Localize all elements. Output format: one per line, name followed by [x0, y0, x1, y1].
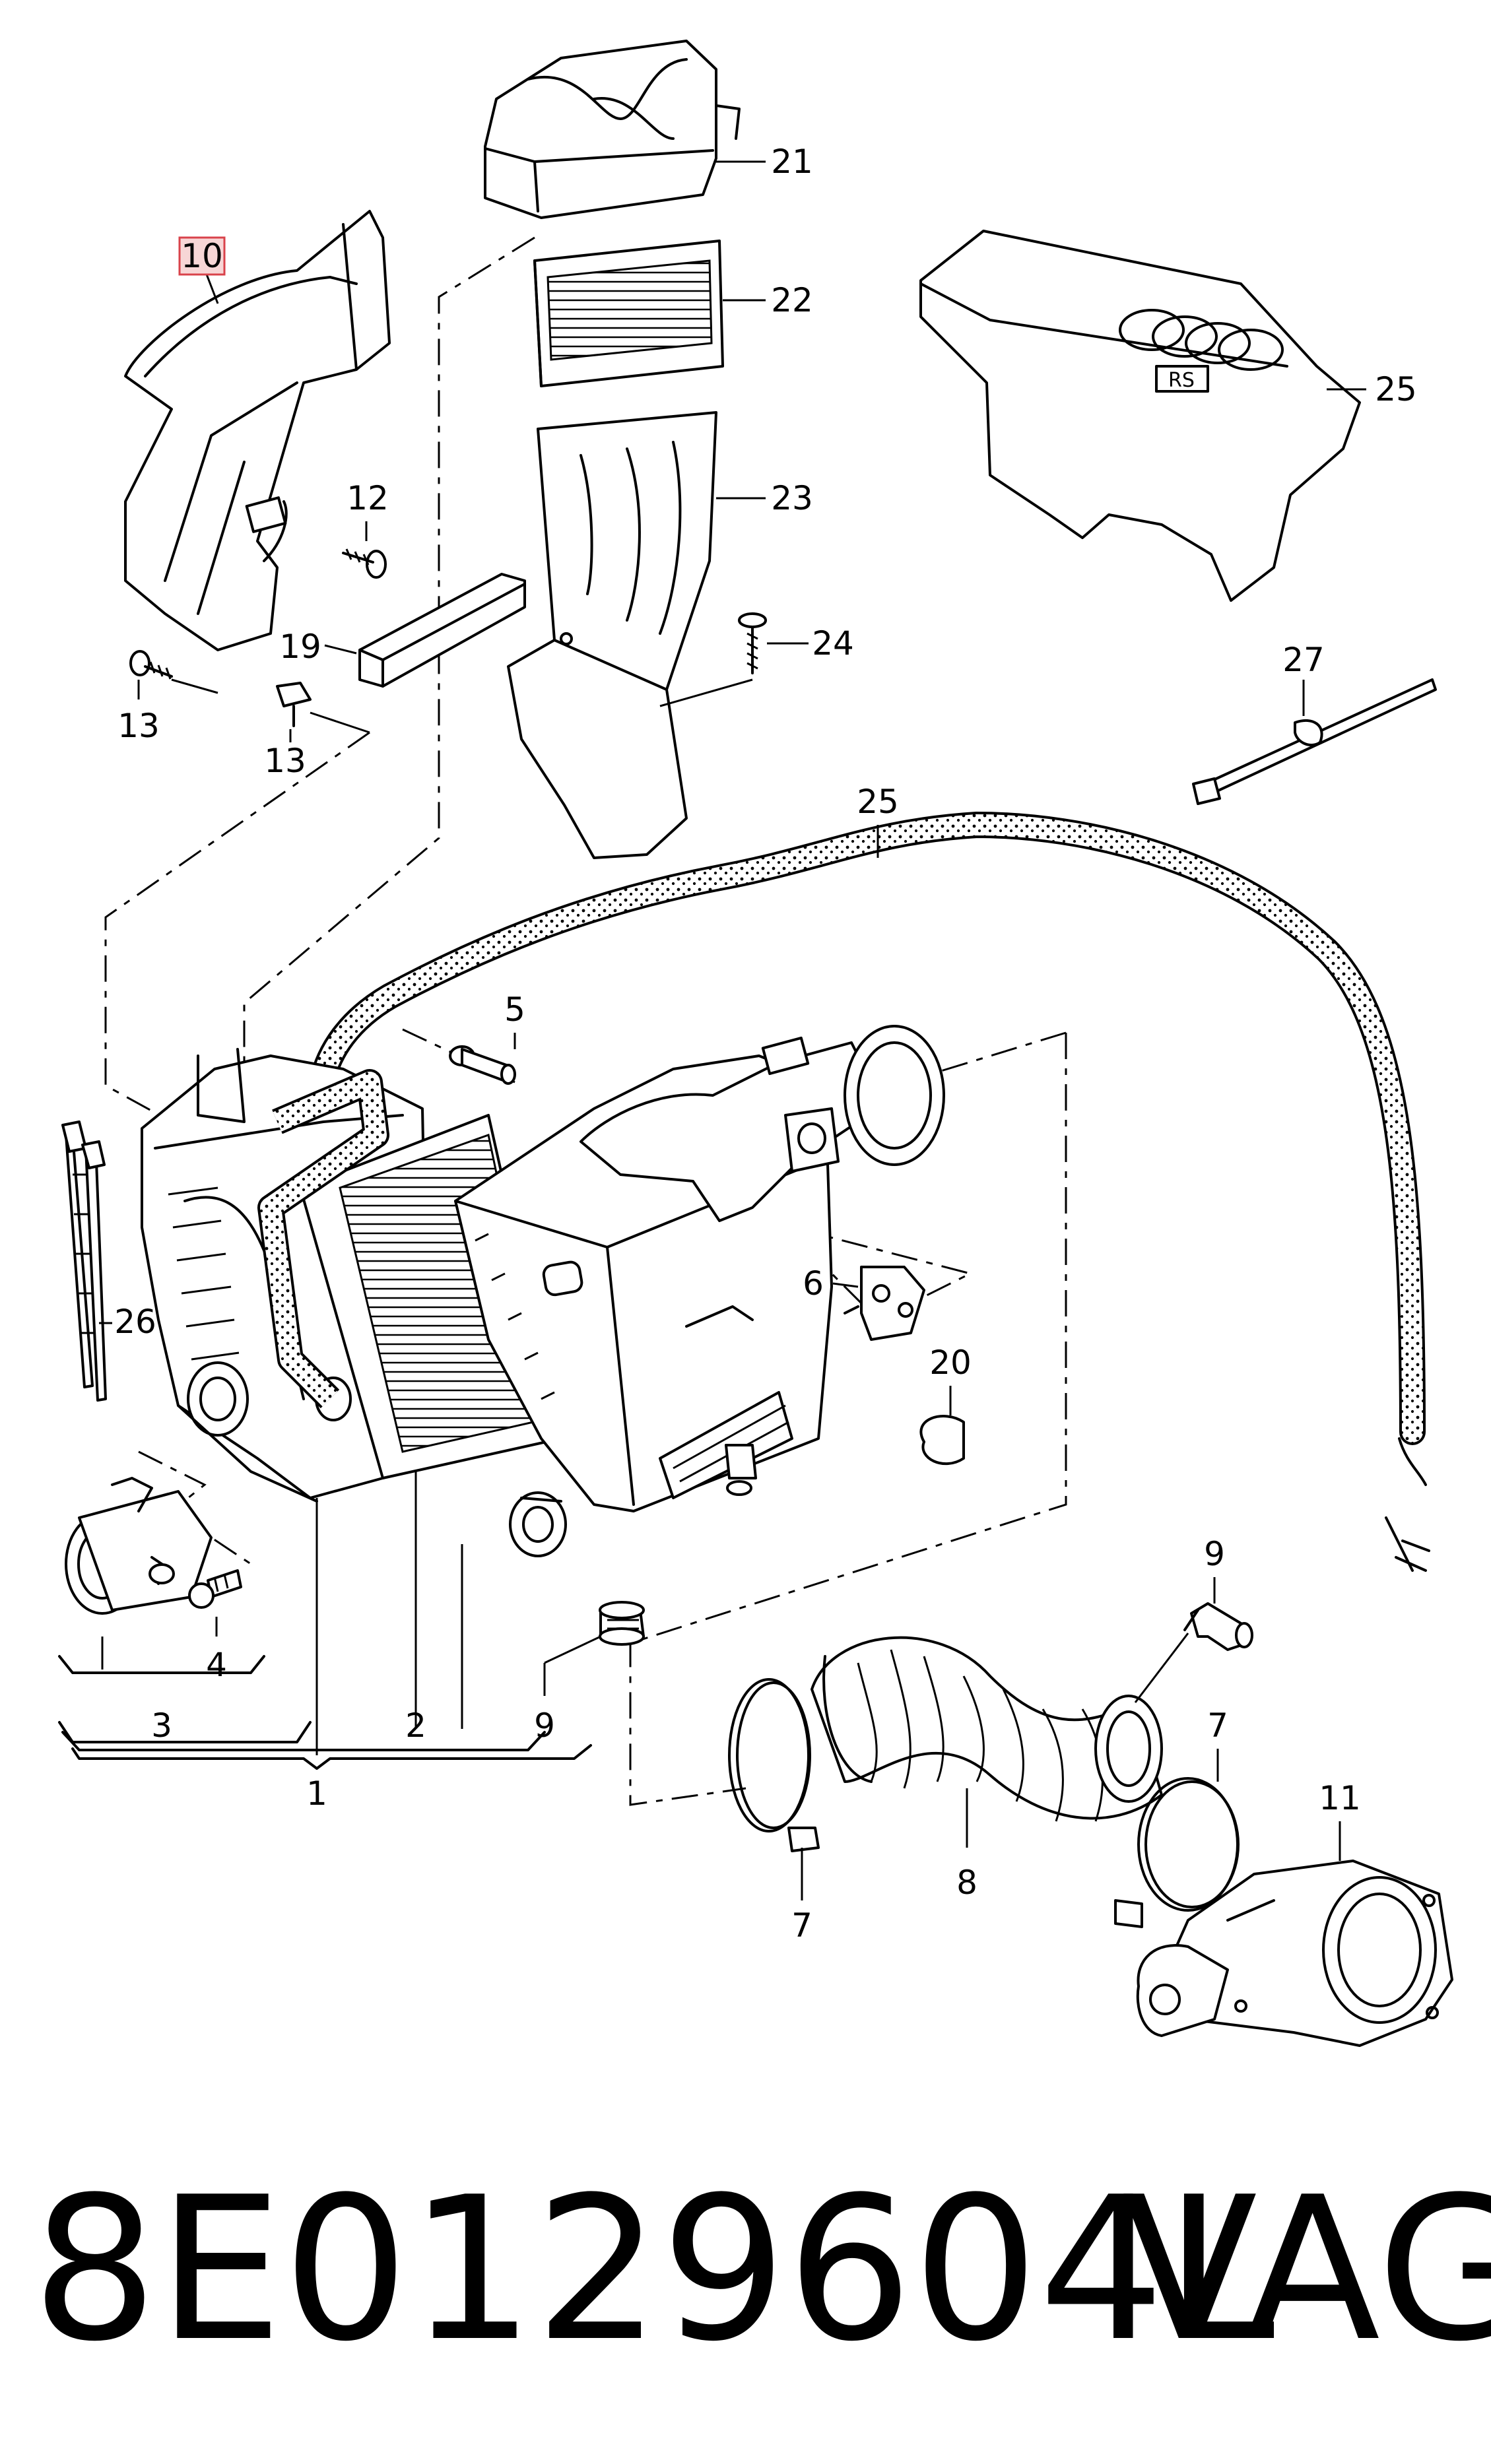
callout-1: 1: [306, 1774, 327, 1813]
part-22-lower-air-duct: [507, 411, 766, 859]
bracket-lines: [58, 1655, 592, 1770]
callout-9: 9: [534, 1706, 555, 1745]
callout-8: 8: [956, 1864, 977, 1902]
part-4-screw: [101, 1569, 242, 1670]
part-24-engine-cover: RS: [919, 230, 1366, 602]
callout-27: 27: [1282, 641, 1325, 679]
callout-21: 22: [771, 281, 813, 319]
part-19-seal-strip: [324, 573, 526, 688]
callout-7-right: 7: [1207, 1706, 1228, 1745]
part-6-sensor: [832, 1266, 925, 1341]
part-11-throttle-body: [1136, 1821, 1453, 2047]
callout-20: 21: [771, 143, 813, 181]
callout-6: 6: [803, 1264, 824, 1303]
part-10-elbow-fitting: [1134, 1577, 1253, 1703]
footer: 8E0129604L VAG: [0, 2131, 1491, 2409]
callout-3: 3: [151, 1706, 172, 1745]
callout-22: 23: [771, 479, 813, 517]
callout-7-left: 7: [791, 1906, 812, 1945]
part-number: 8E0129604L: [32, 2155, 1275, 2385]
callout-10: 9: [1204, 1535, 1225, 1573]
callout-26: 26: [114, 1303, 156, 1341]
part-13-screw-lower: [129, 650, 218, 699]
part-14-clip: [276, 682, 370, 742]
brand-name: VAG: [1122, 2155, 1491, 2385]
part-23-screw: [659, 612, 809, 707]
callout-11: 11: [1319, 1779, 1361, 1817]
grommet-bottom: [461, 1491, 567, 1729]
callout-4: 4: [206, 1646, 227, 1684]
callout-labels: 10 21 22 23 24 25 12 19 13 13 27 25 5 6 …: [114, 143, 1417, 1945]
exploded-parts-diagram: RS: [58, 40, 1453, 2047]
part-5-stud: [449, 1033, 516, 1085]
callout-25: 25: [857, 783, 899, 821]
callout-19: 19: [279, 628, 321, 666]
callout-15: 20: [929, 1344, 972, 1382]
callout-23: 24: [812, 624, 854, 663]
callout-13-lower: 13: [117, 707, 160, 745]
callout-24: 25: [1375, 370, 1417, 408]
part-20-upper-air-duct-cover: [484, 40, 766, 219]
rs-logo-text: RS: [1168, 369, 1195, 392]
part-26-cable-ties: [61, 1120, 112, 1402]
part-15-clip: [919, 1386, 965, 1466]
filter-frame-seal: [257, 1069, 389, 1409]
callout-13-upper: 12: [347, 479, 389, 517]
part-7-hose-clamp-right: [1114, 1749, 1240, 1928]
highlighted-callout-box: [178, 236, 226, 276]
part-12-intake-snorkel: [124, 210, 391, 651]
air-box-inlet-neck: [580, 1025, 945, 1222]
part-9-rubber-mount: [543, 1601, 645, 1696]
part-13-screw-upper: [342, 521, 387, 579]
part-21-upper-filter-element: [533, 240, 766, 387]
callout-14: 13: [264, 742, 306, 780]
part-27-cable-tie: [1192, 678, 1437, 805]
part-25-seal-hose: [306, 811, 1430, 1572]
part-8-intake-hose: [811, 1636, 1163, 1848]
callout-5: 5: [504, 990, 525, 1029]
callout-2: 2: [405, 1706, 426, 1745]
part-3-maf-adapter: [65, 1477, 213, 1615]
part-7-hose-clamp-left: [728, 1678, 820, 1900]
callout-12: 10: [181, 237, 223, 275]
